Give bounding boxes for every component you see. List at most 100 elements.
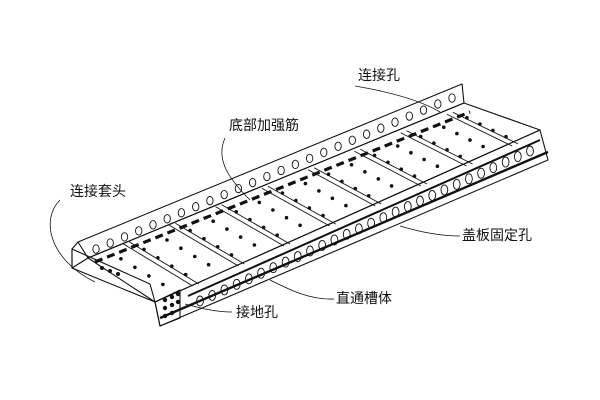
label-cover-fixing-holes: 盖板固定孔 <box>462 228 532 244</box>
back-rail-hole <box>248 177 257 188</box>
bottom-perforation-dots <box>119 116 508 287</box>
bottom-dot <box>294 198 298 203</box>
bottom-dot <box>321 213 325 218</box>
bottom-dot <box>188 228 192 233</box>
back-rail-hole <box>163 214 171 224</box>
bottom-dot <box>353 186 358 191</box>
bottom-dot <box>344 203 348 208</box>
bottom-dot <box>252 243 257 247</box>
bottom-dot <box>183 272 188 277</box>
back-rail-hole <box>220 189 228 200</box>
bottom-dot <box>142 247 146 252</box>
front-rail-hole <box>306 245 314 257</box>
bottom-dot <box>399 167 404 171</box>
bottom-dot <box>363 170 367 174</box>
bottom-dot <box>376 177 381 181</box>
front-rail-hole <box>355 223 363 235</box>
front-rail-hole <box>293 251 302 263</box>
leader-cover-fixing-holes <box>399 225 461 237</box>
front-rail-hole <box>281 256 290 268</box>
back-rail-hole <box>177 208 186 218</box>
front-rail-hole <box>440 184 449 196</box>
bottom-dot <box>455 131 459 136</box>
bottom-dot <box>349 163 354 167</box>
bottom-rib <box>169 222 245 267</box>
bottom-dot <box>465 116 469 120</box>
bottom-dot <box>478 122 482 126</box>
bottom-dot <box>165 238 169 242</box>
back-rail-hole <box>277 165 285 176</box>
bottom-dot <box>418 134 423 139</box>
bottom-dot <box>412 174 417 178</box>
bottom-dot <box>303 181 308 186</box>
front-rail-hole <box>330 234 339 246</box>
back-rail-hole <box>92 244 100 254</box>
front-rail-hole <box>477 167 485 179</box>
back-rail-hole <box>135 226 143 236</box>
bottom-dot <box>119 257 123 261</box>
bottom-dot <box>257 200 262 205</box>
grounding-holes <box>100 266 181 319</box>
back-rail-hole <box>206 196 214 206</box>
bottom-dot <box>422 157 426 162</box>
front-rail-hole <box>269 262 278 274</box>
bottom-rib-dashed-line <box>94 110 471 264</box>
front-rail-hole <box>391 206 400 218</box>
front-rail-top-edge <box>187 139 541 297</box>
bottom-dot <box>481 144 485 149</box>
bottom-dot <box>326 172 331 176</box>
bottom-dot <box>225 227 229 231</box>
bottom-dot <box>211 219 215 223</box>
back-rail-hole <box>434 99 442 109</box>
front-rail-hole <box>403 201 412 213</box>
bottom-dot <box>389 184 394 188</box>
bottom-dot <box>156 255 160 260</box>
front-rail-hole <box>526 145 534 157</box>
bottom-dot <box>409 150 413 155</box>
bottom-rib <box>446 111 519 147</box>
back-rail-hole <box>377 123 385 133</box>
front-rail-hole <box>452 178 461 190</box>
front-rail-hole <box>513 151 522 163</box>
front-rail-hole <box>232 278 241 290</box>
front-rail-hole <box>196 295 204 307</box>
front-rail-hole <box>220 284 229 296</box>
bottom-dot <box>317 189 321 193</box>
back-rail-hole <box>192 202 200 212</box>
back-rail-hole <box>120 232 129 242</box>
bottom-dot <box>147 274 151 278</box>
back-rail-hole <box>348 135 356 145</box>
back-rail-hole <box>405 111 413 121</box>
bottom-dot <box>206 262 211 267</box>
bottom-rib <box>307 167 382 207</box>
bottom-dot <box>386 160 390 165</box>
bottom-dot <box>307 206 312 210</box>
label-connection-holes: 连接孔 <box>358 68 400 84</box>
bottom-dot <box>248 217 252 222</box>
bottom-dot <box>468 138 472 142</box>
front-rail-hole <box>465 173 473 185</box>
leader-bottom-rib <box>221 137 251 201</box>
bottom-plate <box>87 102 541 303</box>
label-bottom-rib: 底部加强筋 <box>229 118 299 134</box>
bottom-dot <box>229 253 234 257</box>
label-grounding-hole: 接地孔 <box>236 305 278 321</box>
back-rail-hole <box>263 171 271 182</box>
front-rail-hole <box>428 189 437 201</box>
bottom-dot <box>133 265 137 270</box>
bottom-rib <box>122 241 200 287</box>
label-connection-sleeve: 连接套头 <box>70 184 126 200</box>
bottom-dot <box>280 191 285 195</box>
bottom-dot <box>445 148 449 152</box>
bottom-rib <box>261 185 336 227</box>
bottom-dot <box>202 236 206 241</box>
connection-sleeve <box>71 249 181 327</box>
front-rail-hole <box>257 267 265 279</box>
front-rail-hole <box>379 212 388 224</box>
bottom-dot <box>275 233 280 237</box>
back-rail-hole <box>320 147 328 158</box>
front-rail-hole <box>342 228 351 240</box>
front-rail-hole <box>501 156 510 168</box>
back-rail-connection-holes <box>92 93 456 254</box>
